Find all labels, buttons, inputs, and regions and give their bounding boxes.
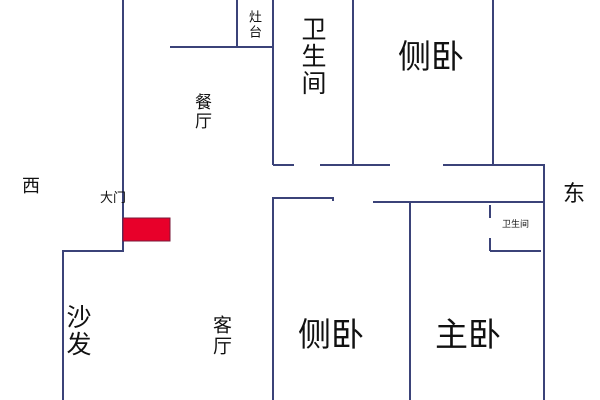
room-label-dining: 餐厅 <box>191 93 211 131</box>
room-label-side-bedroom-bottom: 侧卧 <box>298 315 364 354</box>
wall-lower-bedroom-top <box>272 197 334 400</box>
room-label-stove: 灶台 <box>246 10 261 40</box>
room-label-bathroom-top: 卫生间 <box>298 16 327 97</box>
room-label-ensuite-bathroom: 卫生间 <box>502 220 530 230</box>
main-door-marker <box>122 217 171 242</box>
room-label-living: 客厅 <box>210 315 232 357</box>
room-label-side-bedroom-top: 侧卧 <box>398 37 464 76</box>
compass-west: 西 <box>22 176 40 197</box>
room-label-master-bedroom: 主卧 <box>435 315 501 354</box>
compass-east: 东 <box>563 182 586 207</box>
room-label-main-door: 大门 <box>100 191 127 206</box>
room-label-sofa: 沙发 <box>63 304 92 358</box>
